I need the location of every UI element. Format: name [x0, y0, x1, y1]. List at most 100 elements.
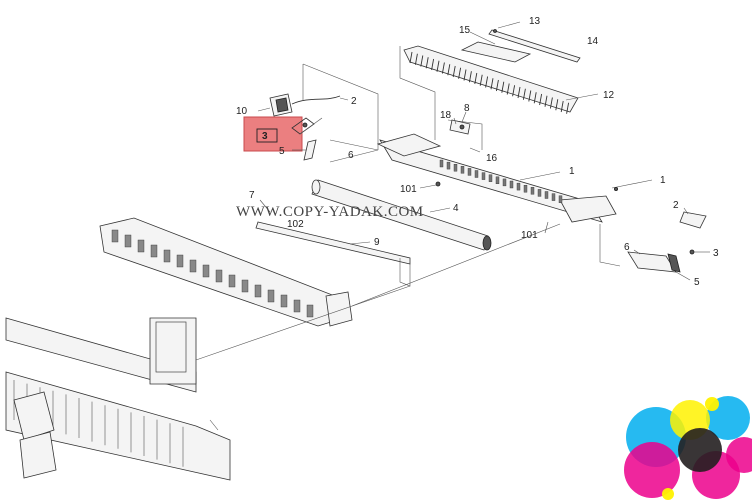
comb-tooth [474, 72, 478, 85]
unit-rib [111, 229, 119, 243]
comb-tooth [447, 64, 451, 76]
callout-13: 13 [529, 16, 541, 27]
lever-part-2-right [679, 207, 707, 229]
unit-rib [124, 234, 132, 248]
callout-1: 1 [569, 166, 575, 177]
guide-part-12 [403, 45, 599, 114]
comb-tooth [522, 88, 526, 100]
unit-rib [163, 249, 171, 263]
comb-tooth [512, 85, 516, 97]
shaft-tooth [460, 166, 465, 174]
leader-16 [469, 147, 481, 153]
callout-9: 9 [374, 237, 380, 248]
callout-2: 2 [351, 96, 357, 107]
callout-102: 102 [287, 219, 304, 230]
callout-16: 16 [486, 153, 498, 164]
comb-tooth [463, 69, 467, 81]
shaft-tooth [530, 187, 535, 195]
unit-rib [150, 244, 158, 258]
unit-rib [137, 239, 145, 253]
callout-6-right: 6 [624, 242, 630, 253]
unit-rib [293, 299, 301, 313]
comb-tooth [431, 58, 435, 71]
unit-rib [202, 264, 210, 278]
shaft-tooth [467, 168, 472, 176]
callout-15: 15 [459, 25, 471, 36]
callout-14: 14 [587, 36, 599, 47]
comb-tooth [501, 81, 505, 93]
shaft-tooth [474, 170, 479, 178]
unit-rib [228, 274, 236, 288]
shaft-tooth [551, 193, 556, 201]
shaft-tooth [516, 182, 521, 191]
comb-tooth [458, 67, 462, 79]
comb-tooth [441, 62, 445, 74]
shaft-tooth [558, 195, 563, 203]
unit-rib [215, 269, 223, 283]
comb-tooth [409, 51, 413, 64]
comb-tooth [566, 102, 570, 114]
comb-tooth [479, 74, 483, 86]
callout-6: 6 [348, 150, 354, 161]
callout-3-right: 3 [713, 248, 719, 259]
callout-7: 7 [249, 190, 255, 201]
callout-12: 12 [603, 90, 615, 101]
rail-part-14 [488, 21, 581, 63]
cable-part-2 [291, 95, 349, 105]
highlighted-part-3[interactable] [243, 116, 323, 152]
sensor-part-10 [257, 93, 293, 117]
bracket-part-5-left [292, 139, 379, 163]
comb-tooth [549, 97, 553, 109]
comb-tooth [517, 86, 521, 99]
comb-tooth [555, 99, 559, 111]
comb-tooth [490, 78, 494, 90]
callout-101-right: 101 [521, 230, 538, 241]
callout-3-highlighted[interactable]: 3 [262, 131, 268, 142]
rod-part-9 [255, 199, 411, 287]
comb-tooth [485, 76, 489, 88]
comb-tooth [495, 79, 499, 92]
unit-rib [176, 254, 184, 268]
shaft-tooth [488, 174, 493, 182]
shaft-tooth [502, 178, 507, 187]
comb-tooth [539, 93, 543, 106]
shaft-tooth [495, 176, 500, 185]
shaft-tooth [509, 180, 514, 189]
comb-tooth [436, 60, 440, 72]
callout-5-right: 5 [694, 277, 700, 288]
callout-8: 8 [464, 103, 470, 114]
callout-18: 18 [440, 110, 452, 121]
callout-10: 10 [236, 106, 248, 117]
shaft-tooth [453, 163, 458, 172]
comb-tooth [506, 83, 510, 95]
lower-transfer-unit [99, 217, 561, 327]
plate-part-15 [460, 31, 532, 63]
comb-tooth [533, 92, 537, 104]
comb-tooth [544, 95, 548, 107]
shaft-tooth [446, 161, 451, 170]
unit-rib [280, 294, 288, 308]
bracket-part-5-right [599, 224, 710, 281]
unit-rib [189, 259, 197, 273]
main-frame [5, 285, 411, 481]
comb-tooth [425, 57, 429, 69]
callout-101: 101 [400, 184, 417, 195]
shaft-tooth [544, 191, 549, 199]
callout-labels: 13 15 14 12 10 2 8 18 3 5 6 16 1 101 1 7… [236, 16, 719, 288]
roller-part-4 [311, 179, 492, 251]
unit-rib [254, 284, 262, 298]
comb-tooth [414, 53, 418, 65]
callout-5: 5 [279, 146, 285, 157]
unit-rib [241, 279, 249, 293]
watermark-text: WWW.COPY-YADAK.COM [236, 204, 424, 220]
callout-2-right: 2 [673, 200, 679, 211]
comb-tooth [452, 65, 456, 78]
unit-rib [306, 304, 314, 318]
shaft-tooth [439, 159, 444, 168]
cmyk-circles-logo [624, 396, 752, 500]
shaft-tooth [523, 184, 528, 193]
callout-1-right: 1 [660, 175, 666, 186]
comb-tooth [468, 71, 472, 83]
